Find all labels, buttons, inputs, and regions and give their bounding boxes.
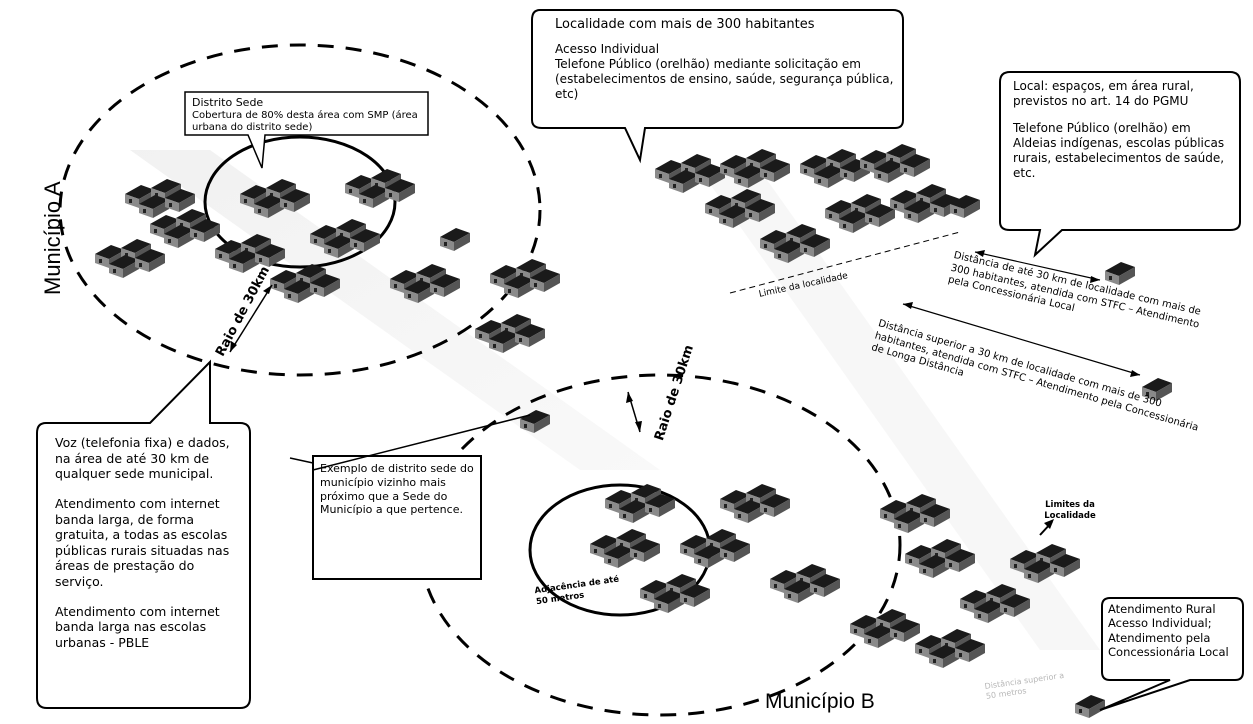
localidade-line2: Telefone Público (orelhão) mediante soli… (555, 57, 894, 102)
atendimento-rural-callout: Atendimento Rural Acesso Individual; Ate… (1108, 602, 1248, 660)
voz-dados-callout: Voz (telefonia fixa) e dados, na área de… (55, 435, 245, 651)
voz-dados-p3: Atendimento com internet banda larga nas… (55, 603, 220, 650)
municipio-a-boundary (58, 43, 542, 377)
voz-dados-p1: Voz (telefonia fixa) e dados, na área de… (55, 435, 230, 482)
localidade-callout-shape (531, 9, 904, 164)
exemplo-callout-shape (312, 455, 482, 580)
raio-a-arrow (229, 284, 273, 353)
local-rural-callout: Local: espaços, em área rural, previstos… (1013, 79, 1235, 181)
distancia-superior-arrow (902, 303, 1141, 376)
atendimento-rural-l3: Atendimento pela Concessionária Local (1108, 630, 1229, 660)
distrito-sede-callout-shape (184, 91, 429, 169)
road-band (130, 150, 660, 470)
localidade-line1: Acesso Individual (555, 42, 660, 57)
exemplo-text: Exemplo de distrito sede do município vi… (320, 462, 474, 517)
local-rural-callout-shape (999, 71, 1241, 258)
distrito-sede-callout: Distrito Sede Cobertura de 80% desta áre… (192, 96, 424, 135)
municipio-a-label: Município A (40, 181, 65, 295)
road-band-east (700, 170, 1100, 650)
limites-localidade-label: Limites da Localidade (1044, 500, 1096, 521)
voz-dados-p2: Atendimento com internet banda larga, de… (55, 495, 230, 589)
atendimento-rural-callout-shape (1099, 597, 1244, 711)
localidade-title: Localidade com mais de 300 habitantes (555, 17, 815, 32)
localidade-callout: Localidade com mais de 300 habitantes Ac… (555, 17, 895, 102)
exemplo-pointer (312, 414, 531, 471)
distancia-ate-arrow (974, 251, 1101, 281)
voz-dados-callout-shape (36, 359, 251, 709)
atendimento-rural-l1: Atendimento Rural (1108, 602, 1216, 616)
distrito-sede-body: Cobertura de 80% desta área com SMP (áre… (192, 109, 418, 134)
local-rural-p2: Telefone Público (orelhão) em Aldeias in… (1013, 121, 1225, 180)
distrito-sede-title: Distrito Sede (192, 96, 264, 109)
distrito-sede-boundary (203, 135, 397, 269)
exemplo-callout: Exemplo de distrito sede do município vi… (320, 462, 476, 517)
atendimento-rural-l2: Acesso Individual; (1108, 616, 1212, 631)
local-rural-p1: Local: espaços, em área rural, previstos… (1013, 79, 1194, 108)
municipio-b-label: Município B (765, 690, 875, 713)
